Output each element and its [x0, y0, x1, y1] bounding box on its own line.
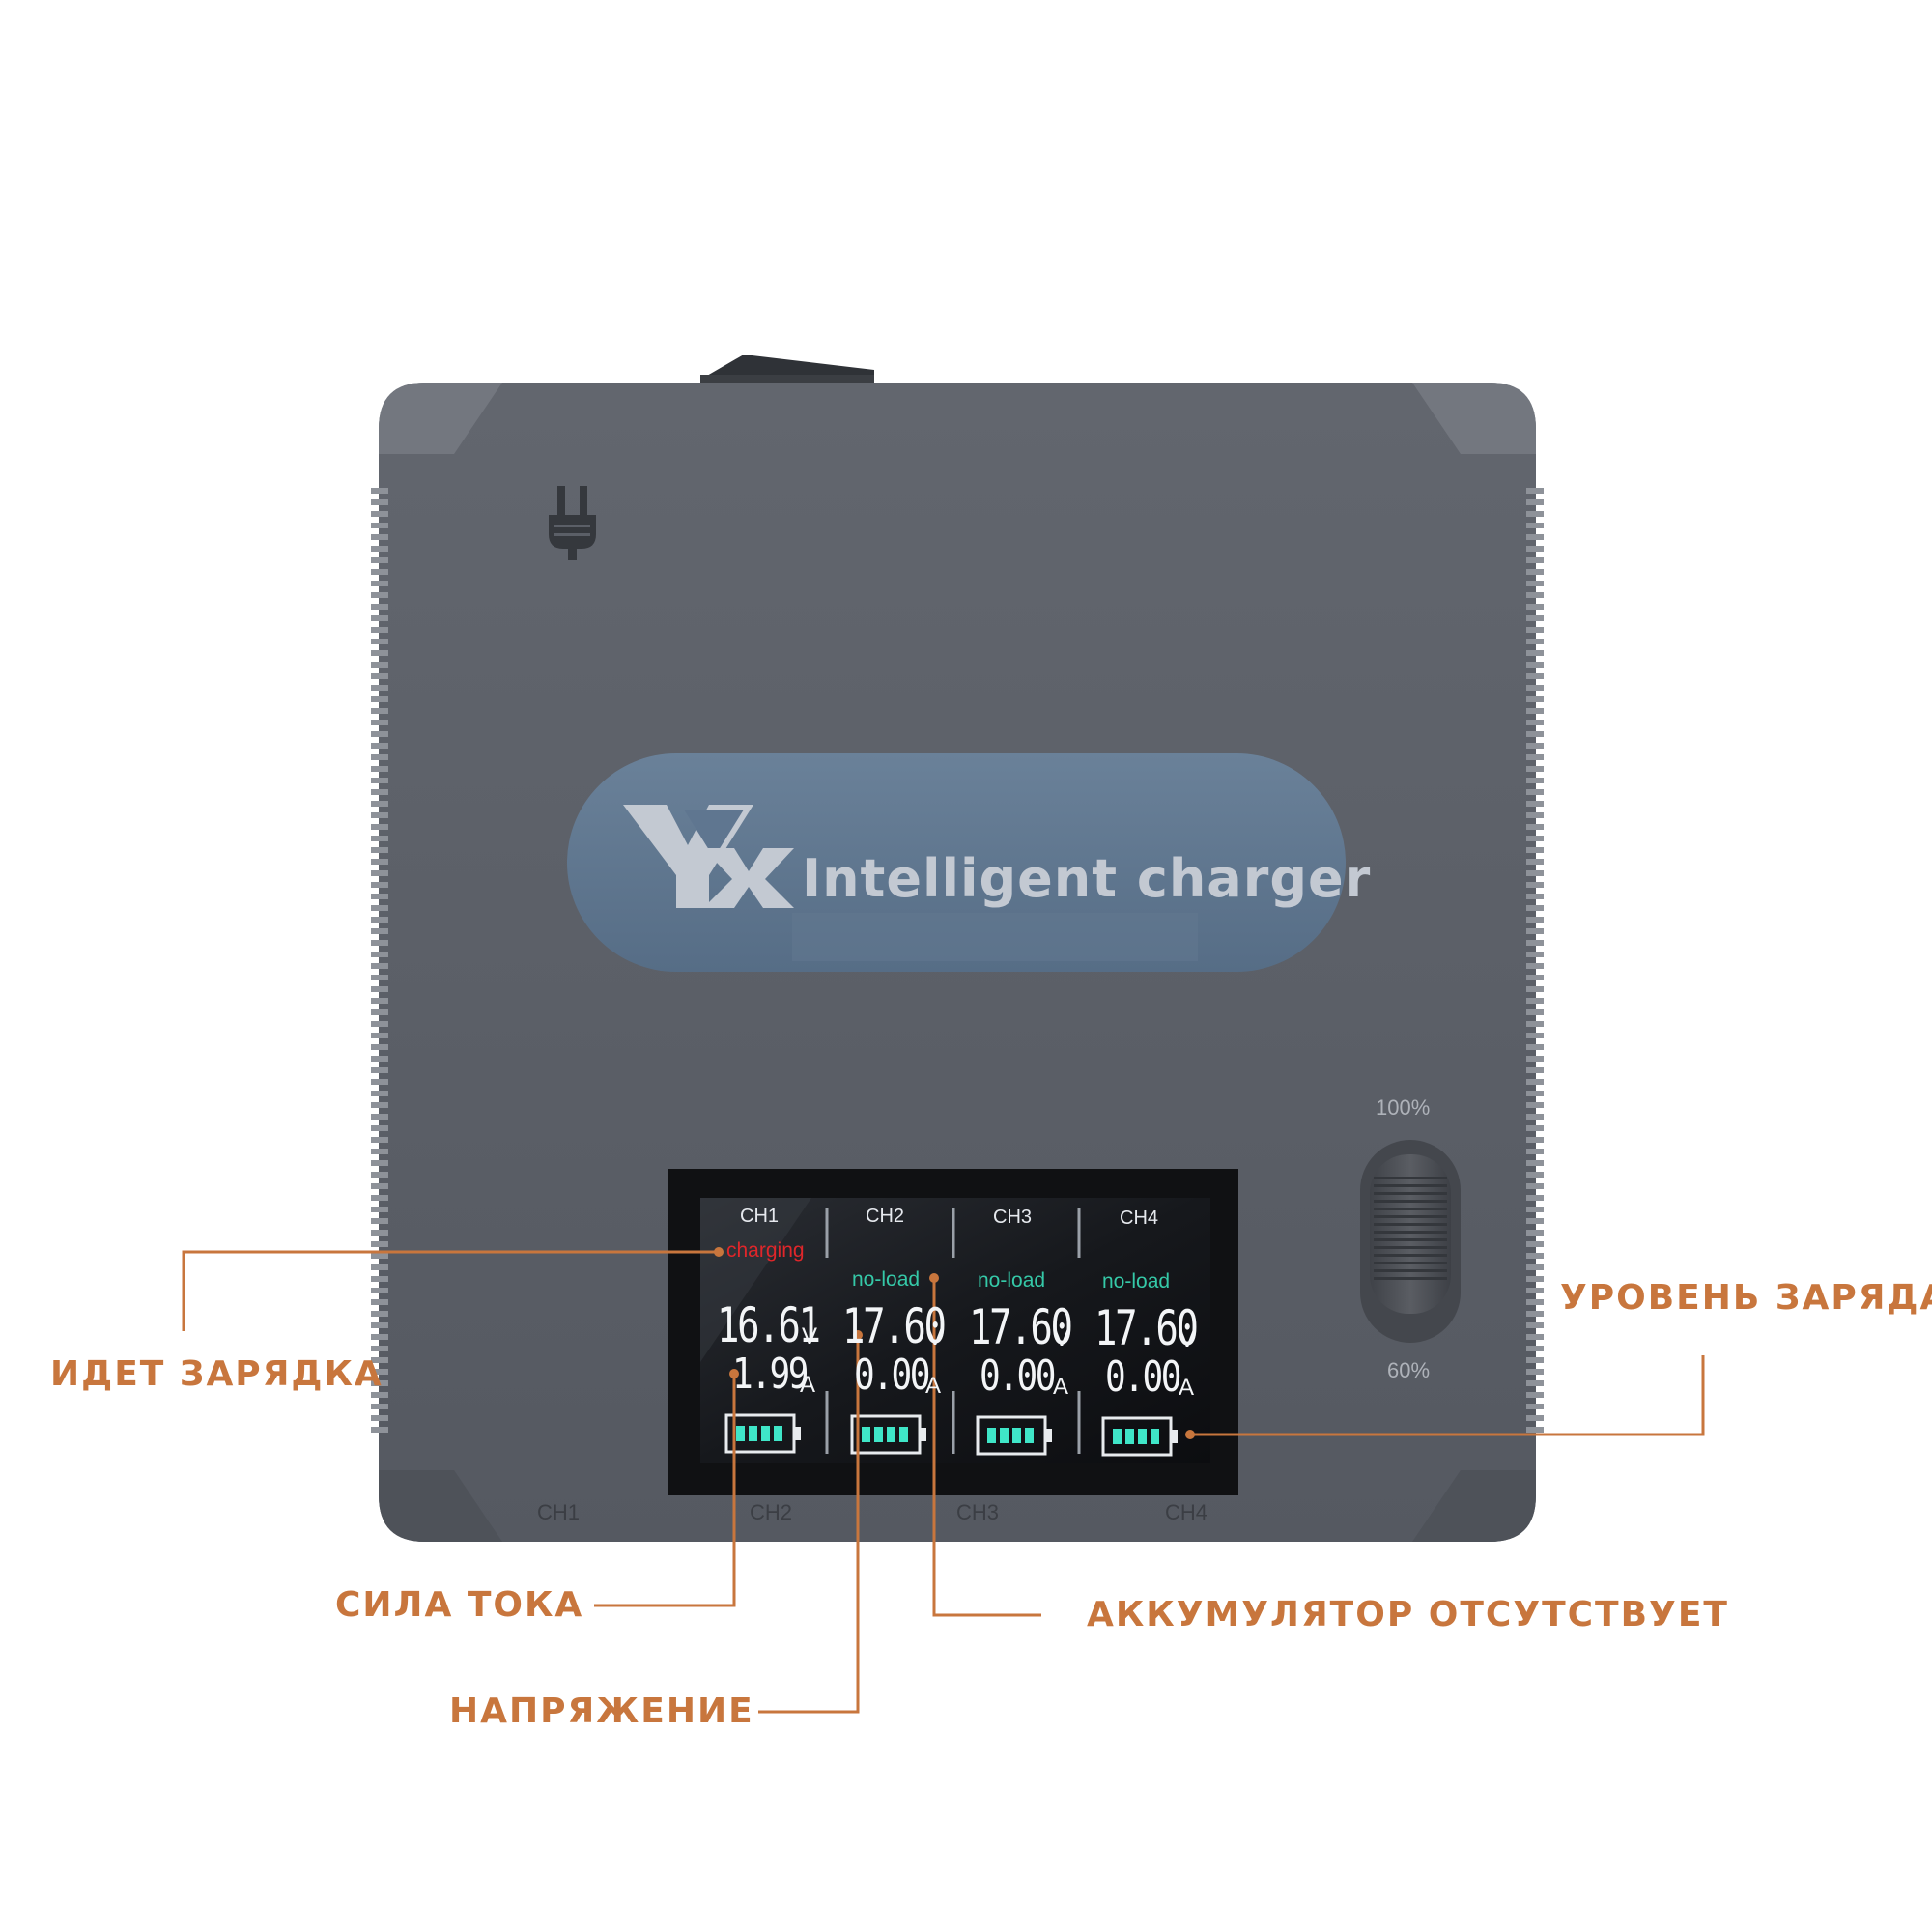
port-ch4-label: CH4 [1165, 1500, 1208, 1524]
current-leader-line [594, 1374, 736, 1607]
battery-cell [1025, 1428, 1034, 1443]
charging-leader-dot [714, 1247, 724, 1257]
battery-cell [1000, 1428, 1009, 1443]
lcd-ch2-status: no-load [852, 1268, 921, 1291]
charging-leader-line [182, 1250, 719, 1331]
brand-badge [567, 753, 1346, 972]
port-ch2-label: CH2 [750, 1500, 793, 1524]
lcd-ch3-current-unit: A [1053, 1374, 1069, 1400]
voltage-leader-line [758, 1335, 860, 1714]
lcd-ch4-current: 0.00 [1105, 1352, 1182, 1402]
battery-level-icon [1101, 1416, 1178, 1457]
lcd-ch4-voltage-unit: V [1179, 1326, 1196, 1352]
switch-bottom-label: 60% [1387, 1358, 1431, 1382]
battery-cell [987, 1428, 996, 1443]
battery-cell [862, 1427, 870, 1442]
brand-logo-icon [623, 805, 794, 908]
callout-voltage: НАПРЯЖЕНИЕ [449, 1691, 754, 1731]
brand-name: Intelligent charger [802, 848, 1372, 909]
battery-level-leader-line [1190, 1355, 1705, 1436]
battery-level-icon [976, 1415, 1052, 1456]
lcd-ch4-label: CH4 [1120, 1208, 1159, 1229]
battery-cell [899, 1427, 908, 1442]
callout-lines [182, 1247, 1705, 1714]
battery-level-icon [850, 1414, 926, 1455]
port-ch1-label: CH1 [537, 1500, 581, 1524]
battery-cell [1012, 1428, 1021, 1443]
switch-top-label: 100% [1376, 1095, 1431, 1120]
voltage-leader-dot [853, 1330, 863, 1340]
battery-cell [774, 1426, 782, 1441]
battery-cell [1151, 1429, 1159, 1444]
battery-level-icon [724, 1413, 801, 1454]
lcd-ch4-voltage: 17.60 [1094, 1300, 1199, 1356]
lcd-ch1-current-unit: A [800, 1372, 816, 1398]
battery-cell [874, 1427, 883, 1442]
lcd-ch1-status: charging [726, 1239, 805, 1262]
left-vent [371, 488, 388, 1433]
lcd-ch3-status: no-load [978, 1269, 1046, 1292]
lcd-ch2-label: CH2 [866, 1206, 905, 1227]
callout-charging: ИДЕТ ЗАРЯДКА [50, 1354, 384, 1394]
lcd-ch2-current: 0.00 [854, 1350, 931, 1400]
lcd-ch4-status: no-load [1102, 1270, 1171, 1293]
lcd-ch3-voltage: 17.60 [969, 1299, 1073, 1355]
battery-cell [1138, 1429, 1147, 1444]
lcd-ch4-current-unit: A [1179, 1375, 1195, 1401]
callout-battery-level: УРОВЕНЬ ЗАРЯДА [1560, 1278, 1932, 1318]
lcd-ch2-voltage-unit: V [927, 1324, 944, 1350]
battery-cell [736, 1426, 745, 1441]
battery-cell [761, 1426, 770, 1441]
charge-level-switch[interactable] [1360, 1140, 1461, 1343]
lcd-ch3-label: CH3 [993, 1207, 1033, 1228]
lcd-ch1-voltage: 16.61 [717, 1297, 821, 1353]
right-vent [1526, 488, 1544, 1433]
battery-cell [749, 1426, 757, 1441]
no-battery-leader-dot [929, 1273, 939, 1283]
lcd-ch2-voltage: 17.60 [842, 1298, 947, 1354]
current-leader-dot [729, 1369, 739, 1378]
battery-level-leader-dot [1185, 1430, 1195, 1439]
lcd-ch3-current: 0.00 [980, 1351, 1057, 1401]
battery-cell [887, 1427, 895, 1442]
battery-cell [1113, 1429, 1122, 1444]
lcd-ch1-label: CH1 [740, 1206, 780, 1227]
port-ch3-label: CH3 [956, 1500, 1000, 1524]
lcd-ch1-voltage-unit: V [802, 1323, 818, 1350]
callout-current: СИЛА ТОКА [335, 1585, 584, 1625]
lcd-ch2-current-unit: A [925, 1373, 942, 1399]
callout-no-battery: АККУМУЛЯТОР ОТСУТСТВУЕТ [1087, 1595, 1729, 1634]
plug-icon [549, 486, 596, 560]
no-battery-leader-line [932, 1278, 1041, 1617]
lcd-ch1-current: 1.99 [732, 1350, 810, 1399]
battery-cell [1125, 1429, 1134, 1444]
lcd-ch3-voltage-unit: V [1054, 1325, 1070, 1351]
